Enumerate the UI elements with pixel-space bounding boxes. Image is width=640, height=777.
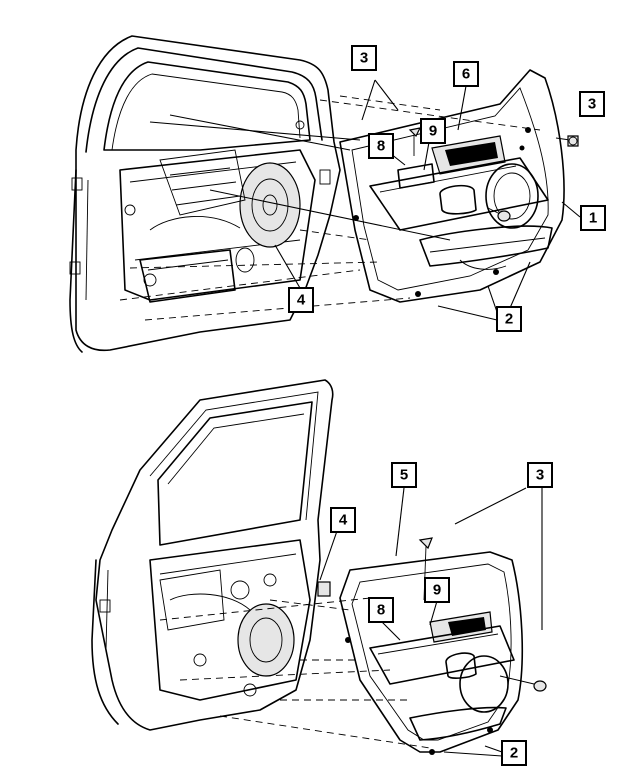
callout-3-bottom: 3	[527, 462, 553, 488]
svg-text:8: 8	[377, 138, 385, 155]
rear-door-shell	[91, 379, 334, 731]
svg-text:4: 4	[339, 512, 348, 529]
rear-trim-speaker-grille	[459, 655, 509, 713]
callout-1: 1	[580, 205, 606, 231]
callout-4-top: 4	[288, 287, 314, 313]
svg-text:2: 2	[510, 745, 518, 762]
svg-text:5: 5	[400, 467, 408, 484]
svg-text:6: 6	[462, 66, 470, 83]
trim-speaker-grille	[485, 163, 539, 229]
callout-2-top: 2	[496, 306, 522, 332]
svg-text:4: 4	[297, 292, 306, 309]
callout-5: 5	[391, 462, 417, 488]
svg-text:2: 2	[505, 311, 513, 328]
front-speaker	[239, 162, 301, 248]
svg-text:3: 3	[588, 96, 596, 113]
front-assembly-leaders	[119, 95, 541, 321]
callout-boxes-bottom: 5 3 4 8 9 2	[330, 462, 553, 766]
callout-3-top-left: 3	[351, 45, 377, 71]
svg-text:3: 3	[536, 467, 544, 484]
callout-boxes-top: 3 6 3 8 9 1 4 2	[288, 45, 606, 332]
callout-8-top: 8	[368, 133, 394, 159]
callout-leader-lines	[274, 79, 581, 757]
svg-text:9: 9	[429, 123, 437, 140]
svg-text:9: 9	[433, 582, 441, 599]
callout-9-bottom: 9	[424, 577, 450, 603]
front-door-shell	[69, 35, 341, 353]
callout-9-top: 9	[420, 118, 446, 144]
svg-text:3: 3	[360, 50, 368, 67]
front-trim-screws	[408, 127, 579, 222]
callout-8-bottom: 8	[368, 597, 394, 623]
door-handle-pocket	[439, 184, 477, 215]
rear-speaker	[237, 603, 295, 677]
callout-6: 6	[453, 61, 479, 87]
callout-3-top-right: 3	[579, 91, 605, 117]
rear-door-handle	[445, 652, 477, 679]
callout-4-bottom: 4	[330, 507, 356, 533]
front-door-trim-panel	[339, 69, 565, 303]
callout-2-bottom: 2	[501, 740, 527, 766]
rear-door-trim-panel	[317, 537, 547, 755]
rear-assembly-leaders	[159, 597, 431, 749]
svg-text:1: 1	[589, 210, 597, 227]
svg-text:8: 8	[377, 602, 385, 619]
